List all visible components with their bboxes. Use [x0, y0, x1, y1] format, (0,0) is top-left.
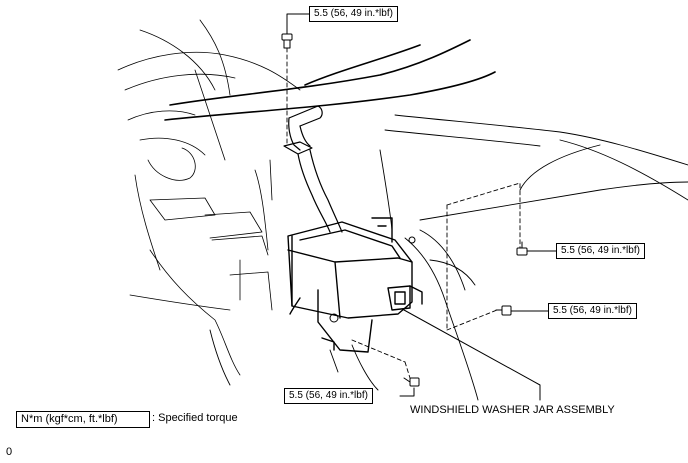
figure-id: 0: [6, 446, 13, 458]
jar-fastener-icon: [329, 236, 416, 323]
bolt-icon-right-lower: [495, 305, 512, 316]
fender-structure: [209, 114, 688, 401]
bolt-icon-right-upper: [516, 241, 528, 256]
torque-callout-top: 5.5 (56, 49 in.*lbf): [309, 6, 398, 22]
legend-unit-box: N*m (kgf*cm, ft.*lbf): [16, 411, 150, 428]
bolt-icon-top: [281, 33, 293, 49]
torque-callout-right-lower: 5.5 (56, 49 in.*lbf): [548, 303, 637, 319]
washer-jar-tank: [287, 217, 423, 353]
legend-description: : Specified torque: [152, 412, 238, 424]
hood-outline: [164, 39, 496, 121]
leader-lines: [286, 13, 557, 401]
torque-callout-bottom: 5.5 (56, 49 in.*lbf): [284, 388, 373, 404]
install-guide-lines: [286, 47, 521, 379]
torque-callout-right-upper: 5.5 (56, 49 in.*lbf): [556, 243, 645, 259]
body-structure: [117, 19, 301, 376]
filler-neck: [283, 105, 343, 233]
part-label: WINDSHIELD WASHER JAR ASSEMBLY: [410, 404, 615, 416]
bolt-icon-bottom: [403, 377, 420, 387]
